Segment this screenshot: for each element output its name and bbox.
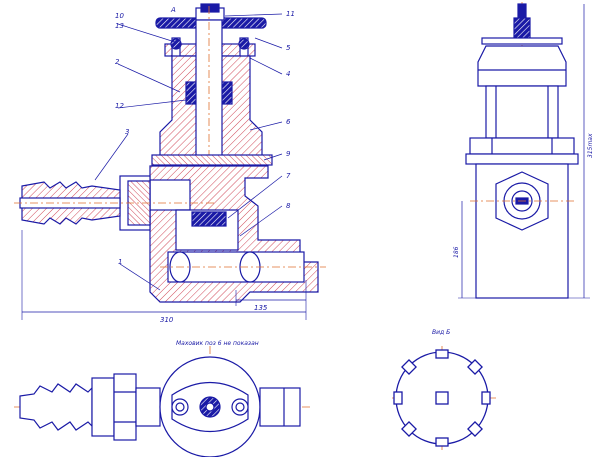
leader-label: 7: [286, 172, 291, 180]
leader-label: 10: [115, 12, 124, 20]
dimension-outlet-length: 135: [254, 304, 268, 312]
leader-label: 3: [125, 128, 129, 136]
section-mark: A: [170, 6, 176, 14]
dimension-side-total-height: 315max: [587, 133, 594, 158]
leader-label: 9: [286, 150, 291, 158]
bottom-view-caption: Маховик поз 6 не показан: [176, 340, 259, 347]
leader-label: 11: [286, 10, 295, 18]
detail-view-b: [392, 346, 496, 452]
dimension-overall-width: 310: [160, 316, 174, 324]
leader-label: 1: [118, 258, 122, 266]
leader-label: 8: [286, 202, 291, 210]
leader-label: 4: [286, 70, 290, 78]
bottom-view: [14, 346, 310, 457]
leader-label: 12: [115, 102, 124, 110]
leader-label: 5: [286, 44, 291, 52]
detail-view-caption: Вид Б: [432, 329, 450, 336]
side-view: [458, 2, 590, 300]
leader-label: 6: [286, 118, 291, 126]
dimension-side-height: 186: [453, 246, 460, 258]
front-section-view: [14, 3, 326, 320]
leader-labels: A 10 13 2 12 3 1 11 5 4 6 9 7 8 310 135: [115, 6, 295, 324]
leader-label: 2: [115, 58, 120, 66]
leader-label: 13: [115, 22, 124, 30]
